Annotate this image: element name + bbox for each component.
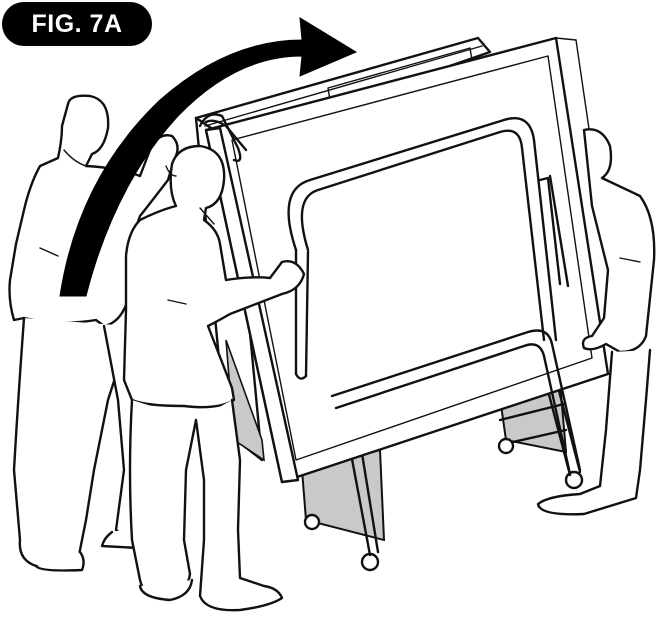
figure-label: FIG. 7A xyxy=(31,10,122,39)
figure-label-badge: FIG. 7A xyxy=(2,2,152,46)
